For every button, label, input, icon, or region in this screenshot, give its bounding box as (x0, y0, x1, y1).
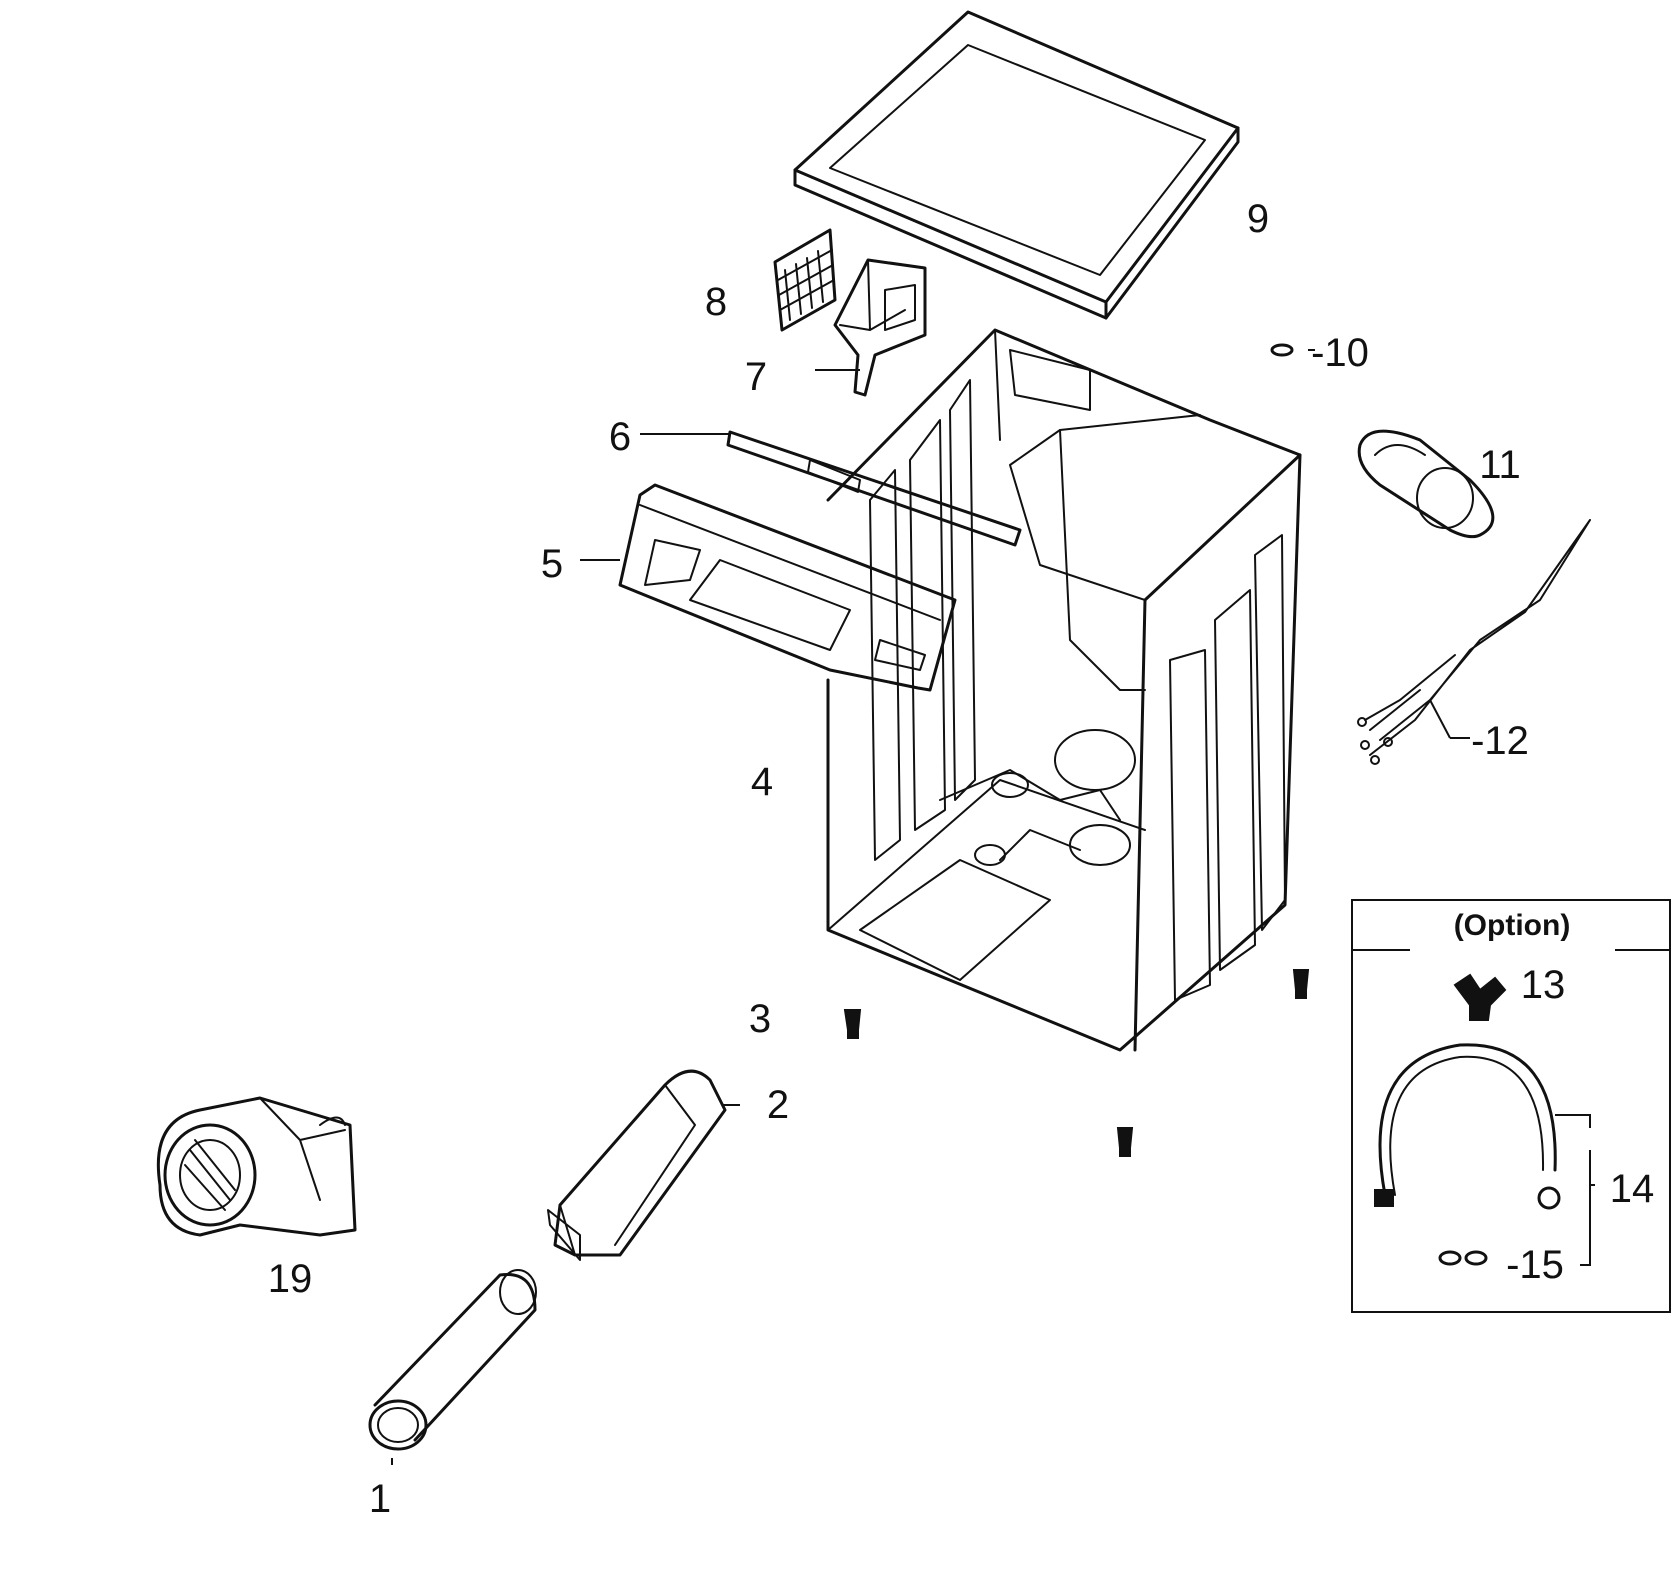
part-labels: 1 2 3 4 5 6 7 8 9 -10 11 -12 13 14 -15 1… (268, 197, 1655, 1521)
duct-tube-part (368, 1269, 537, 1451)
control-bracket-part (833, 258, 927, 397)
label-part-10: -10 (1311, 331, 1369, 375)
control-panel-frame-part (618, 483, 957, 692)
label-part-15: -15 (1506, 1243, 1564, 1287)
label-part-11: 11 (1479, 443, 1521, 487)
label-part-12: -12 (1471, 719, 1529, 763)
label-part-6: 6 (609, 415, 631, 459)
label-part-19: 19 (268, 1257, 313, 1301)
oval-cover-part (1357, 429, 1495, 539)
blower-housing-part (156, 1096, 357, 1237)
top-cover-part (793, 10, 1240, 320)
front-rail-part (726, 430, 1022, 547)
label-part-3: 3 (749, 997, 771, 1041)
wire-harness-part (1357, 519, 1591, 765)
label-part-2: 2 (767, 1083, 789, 1127)
inlet-hose-part (1374, 1043, 1561, 1210)
washers-part (1438, 1250, 1488, 1266)
small-ring-part (1270, 343, 1294, 357)
label-part-7: 7 (745, 355, 767, 399)
option-label: (Option) (1454, 909, 1571, 942)
cabinet-part (826, 328, 1302, 1052)
filter-grille-part (773, 228, 837, 332)
label-part-1: 1 (369, 1477, 391, 1521)
leveling-feet-part (843, 969, 1310, 1157)
label-part-9: 9 (1247, 197, 1269, 241)
label-part-13: 13 (1521, 963, 1566, 1007)
heater-duct-part (547, 1069, 727, 1261)
option-box: (Option) (1351, 899, 1671, 1313)
label-part-8: 8 (705, 280, 727, 324)
label-part-14: 14 (1610, 1167, 1655, 1211)
label-part-4: 4 (751, 760, 773, 804)
y-connector-part (1453, 973, 1507, 1021)
leader-lines (391, 349, 1595, 1465)
label-part-5: 5 (541, 542, 563, 586)
